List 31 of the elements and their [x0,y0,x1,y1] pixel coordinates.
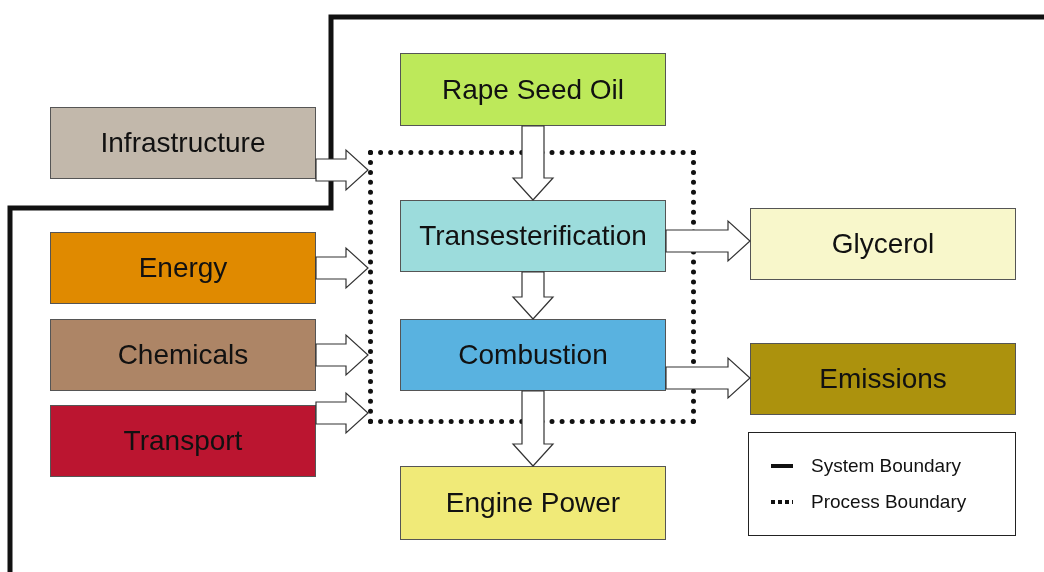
output-box [750,343,1016,415]
box-label: Transport [123,425,243,457]
block-arrow [511,390,555,467]
box-label: Combustion [458,339,608,371]
box-label: Transesterification [419,220,647,252]
process-box [400,466,666,540]
input-box [50,405,316,477]
block-arrow [315,246,369,290]
box-label: Emissions [819,363,947,395]
block-arrow [665,219,751,263]
input-box [50,232,316,304]
process-box [400,319,666,391]
legend-text: Process Boundary [811,491,967,513]
box-label: Engine Power [445,487,621,519]
block-arrow [315,333,369,377]
box-label: Chemicals [117,339,249,371]
output-box [750,208,1016,280]
legend-text: System Boundary [811,455,961,477]
input-box [50,319,316,391]
box-label: Glycerol [831,228,935,260]
box-label: Infrastructure [100,127,266,159]
block-arrow [511,125,555,201]
process-box [400,200,666,272]
block-arrow [665,356,751,400]
block-arrow [315,148,369,192]
box-label: Rape Seed Oil [441,73,625,106]
block-arrow [315,391,369,435]
box-label: Energy [138,252,228,284]
process-box [400,53,666,126]
block-arrow [511,271,555,320]
input-box [50,107,316,179]
